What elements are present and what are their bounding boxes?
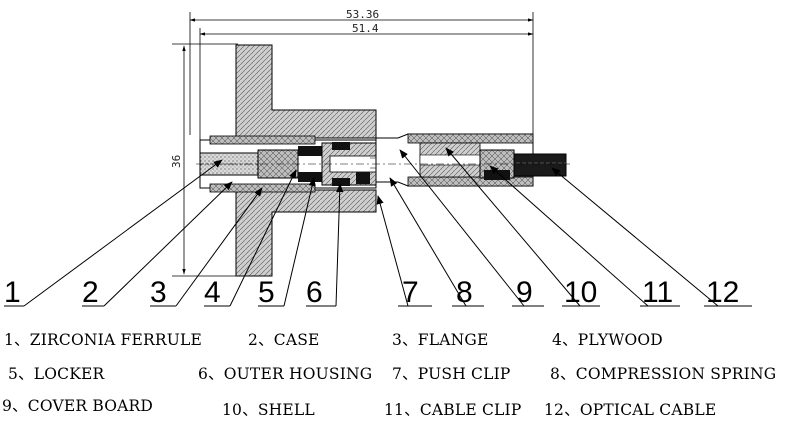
locker	[298, 146, 322, 182]
callout-11: 11	[642, 276, 673, 309]
leader-lines	[4, 147, 752, 307]
dimension-overall-length: 53.36	[346, 8, 379, 21]
callout-5: 5	[258, 276, 275, 309]
cable-clip	[479, 149, 515, 180]
callout-10: 10	[564, 276, 597, 309]
leader-12	[551, 167, 719, 307]
callout-12: 12	[706, 276, 739, 309]
leader-6	[335, 183, 344, 307]
callout-9: 9	[516, 276, 533, 309]
cover-board	[419, 142, 481, 178]
leader-11	[489, 165, 649, 307]
callout-2: 2	[82, 276, 99, 309]
callout-3: 3	[150, 276, 167, 309]
callout-8: 8	[456, 276, 473, 309]
dimension-lines	[172, 12, 534, 277]
callout-1: 1	[4, 276, 21, 309]
leader-7	[376, 195, 409, 307]
dimension-inner-length: 51.4	[352, 22, 379, 35]
leader-9	[399, 149, 525, 307]
callout-6: 6	[306, 276, 323, 309]
leader-8	[389, 177, 467, 307]
leader-10	[445, 147, 581, 307]
callout-7: 7	[402, 276, 419, 309]
leader-3	[175, 187, 263, 307]
leader-4	[229, 169, 297, 307]
leader-5	[283, 177, 316, 307]
leader-2	[103, 181, 233, 307]
dimension-flange-height: 36	[170, 155, 183, 168]
push-clip	[356, 172, 370, 184]
leader-1	[23, 159, 223, 307]
callout-4: 4	[204, 276, 221, 309]
